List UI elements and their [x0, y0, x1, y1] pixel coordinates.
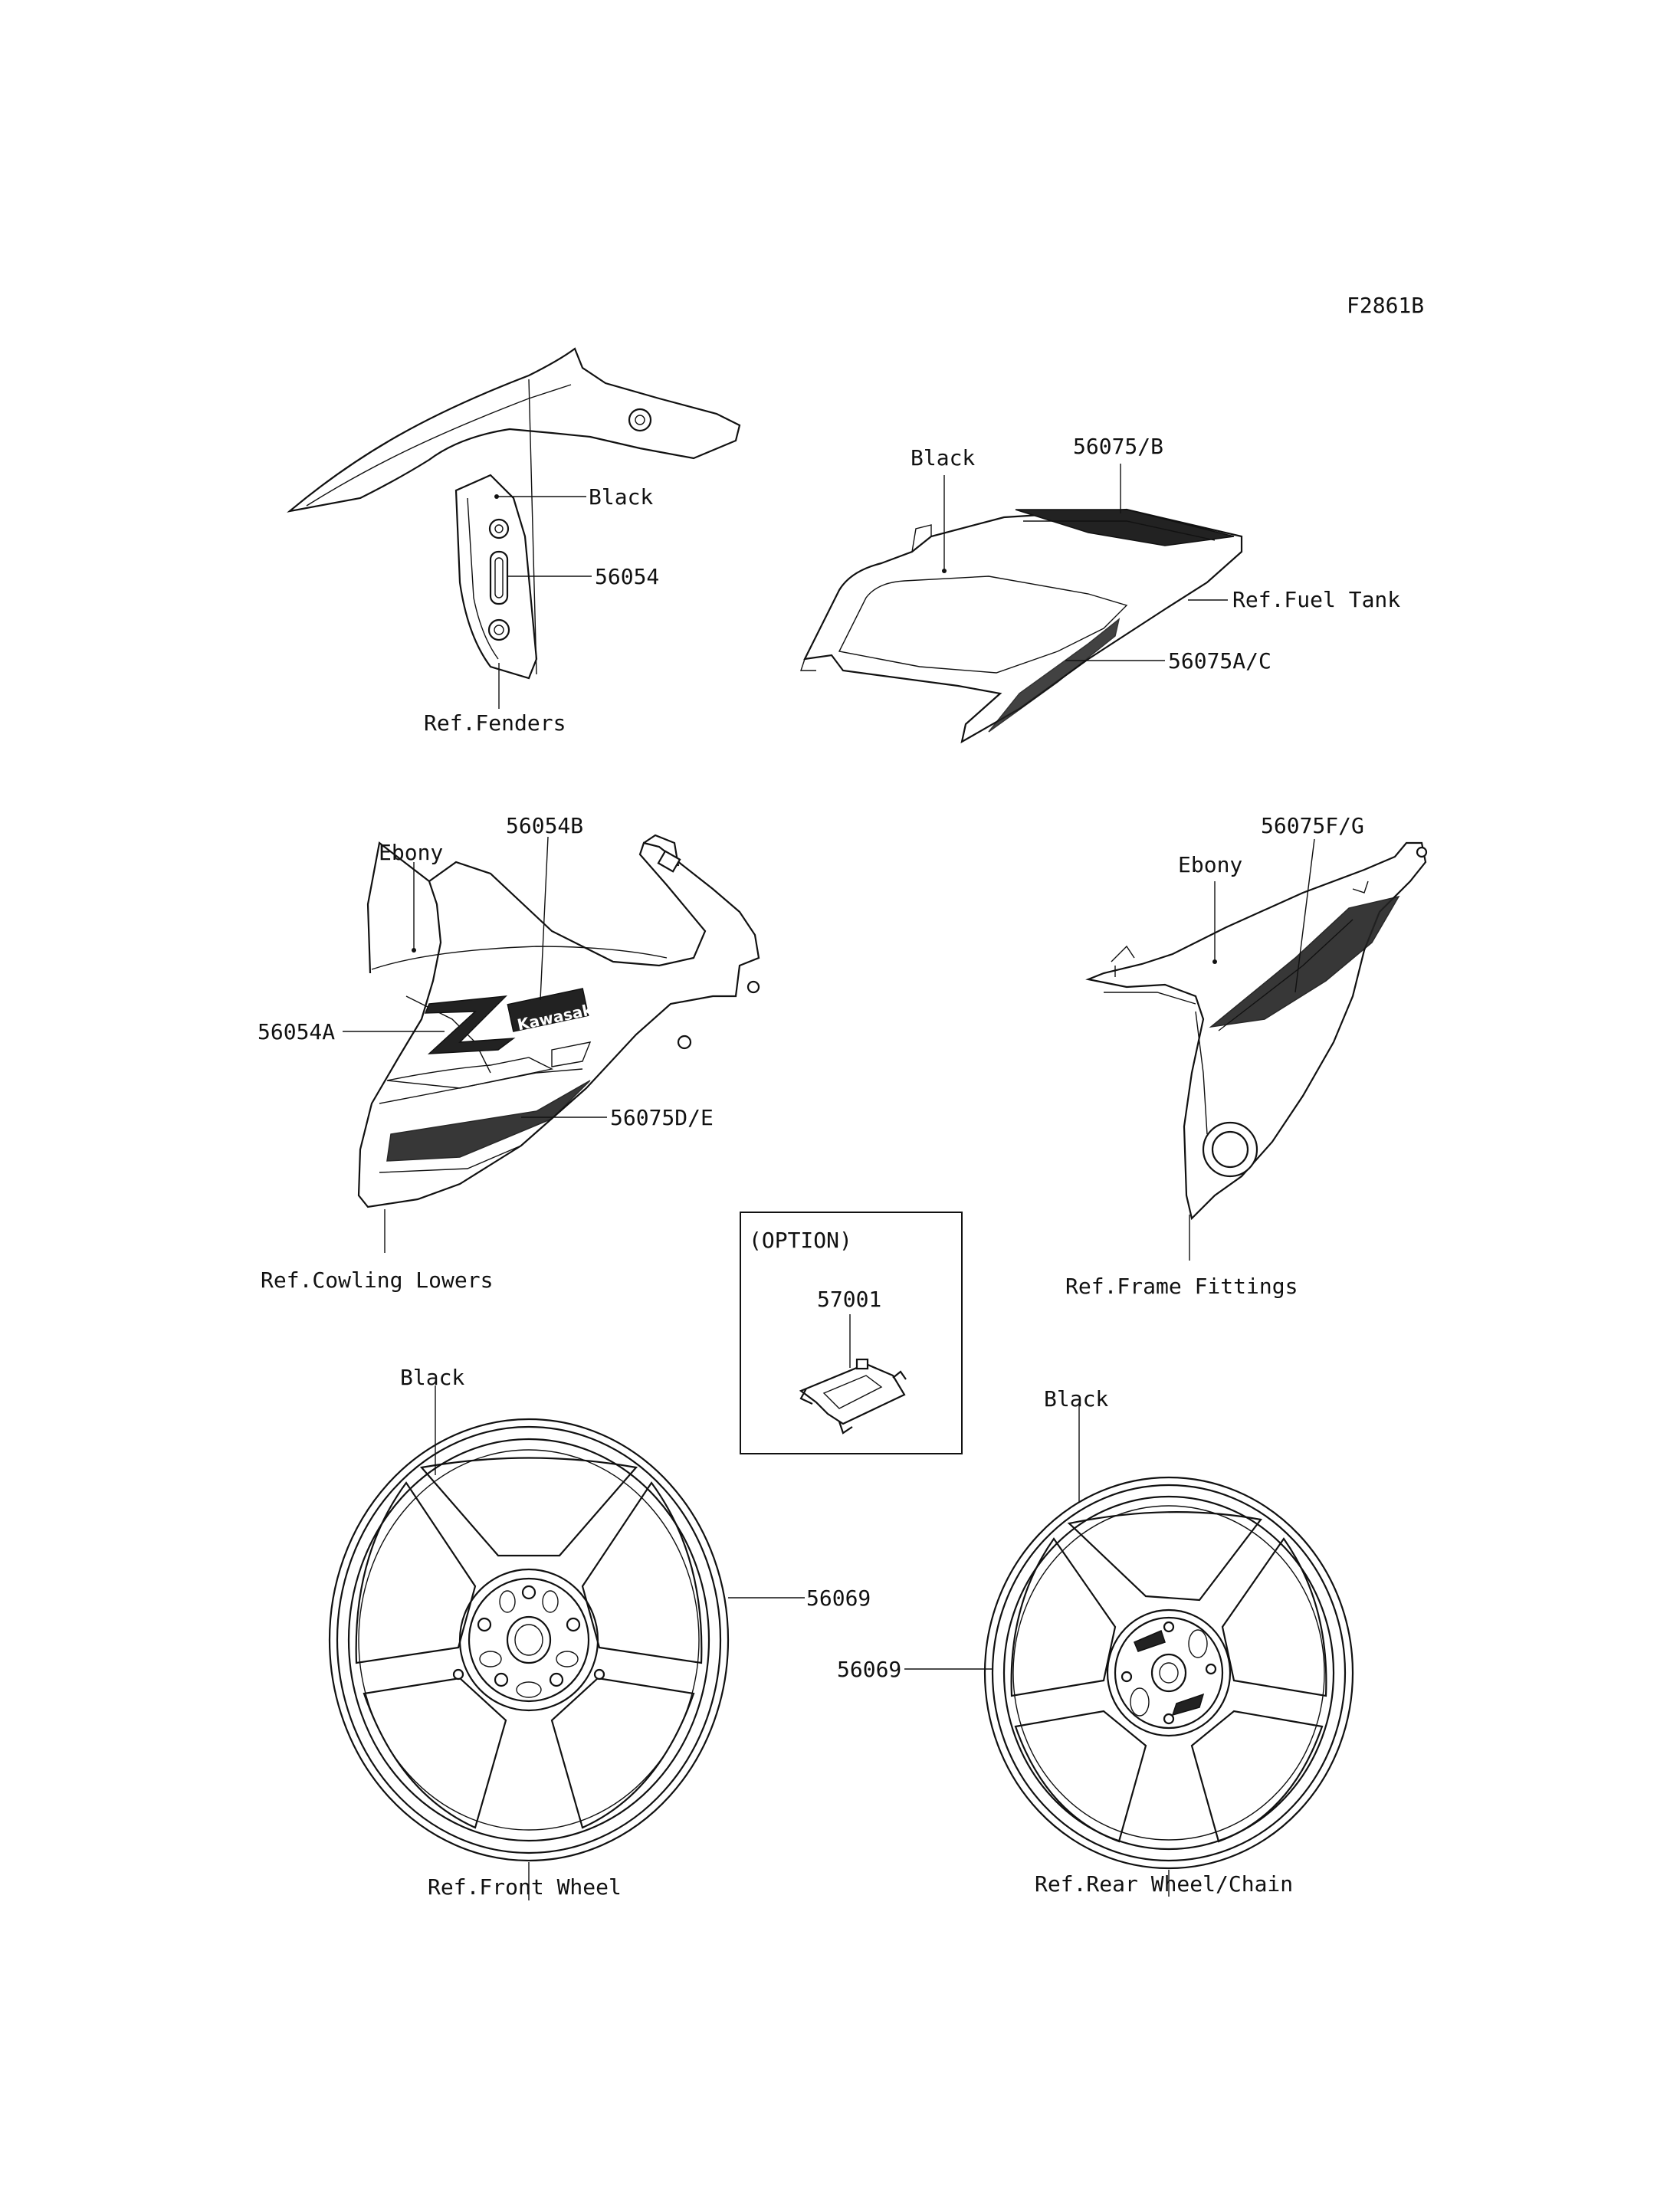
cowling-ref-label: Ref.Cowling Lowers: [261, 1267, 493, 1293]
option-box: [740, 1212, 963, 1454]
front-wheel-ref-label: Ref.Front Wheel: [428, 1874, 622, 1900]
side-cover-part-number: 56075F/G: [1261, 813, 1364, 838]
option-part-number: 57001: [817, 1287, 881, 1312]
rear-wheel-drawing: [983, 1476, 1354, 1870]
tank-cover-color-label: Black: [911, 445, 975, 471]
tank-cover-ref-label: Ref.Fuel Tank: [1232, 587, 1400, 612]
option-box-title: (OPTION): [749, 1228, 852, 1253]
rear-wheel-color-label: Black: [1044, 1386, 1108, 1412]
cowling-part-logo: 56054B: [506, 813, 583, 838]
front-wheel-color-label: Black: [400, 1365, 464, 1390]
cowling-part-stripe: 56075D/E: [610, 1105, 714, 1130]
side-cover-drawing: [1085, 841, 1428, 1221]
option-part-drawing: [799, 1358, 907, 1435]
front-fender-color-label: Black: [589, 484, 653, 510]
front-fender-drawing: [287, 347, 741, 680]
cowling-part-z: 56054A: [258, 1019, 335, 1044]
side-cover-ref-label: Ref.Frame Fittings: [1065, 1274, 1298, 1299]
front-fender-ref-label: Ref.Fenders: [424, 710, 566, 736]
figure-code: F2861B: [1347, 293, 1424, 318]
tank-cover-drawing: [800, 508, 1243, 744]
side-cover-color-label: Ebony: [1178, 852, 1242, 877]
cowling-drawing: Kawasaki: [357, 834, 760, 1208]
front-fender-part-number: 56054: [595, 564, 659, 589]
front-wheel-part-number: 56069: [806, 1585, 871, 1611]
rear-wheel-part-number: 56069: [837, 1657, 901, 1682]
rear-wheel-ref-label: Ref.Rear Wheel/Chain: [1035, 1871, 1293, 1897]
cowling-color-label: Ebony: [379, 840, 443, 865]
tank-cover-part-top: 56075/B: [1073, 434, 1163, 459]
tank-cover-part-side: 56075A/C: [1168, 648, 1271, 674]
front-wheel-drawing: [328, 1418, 730, 1862]
